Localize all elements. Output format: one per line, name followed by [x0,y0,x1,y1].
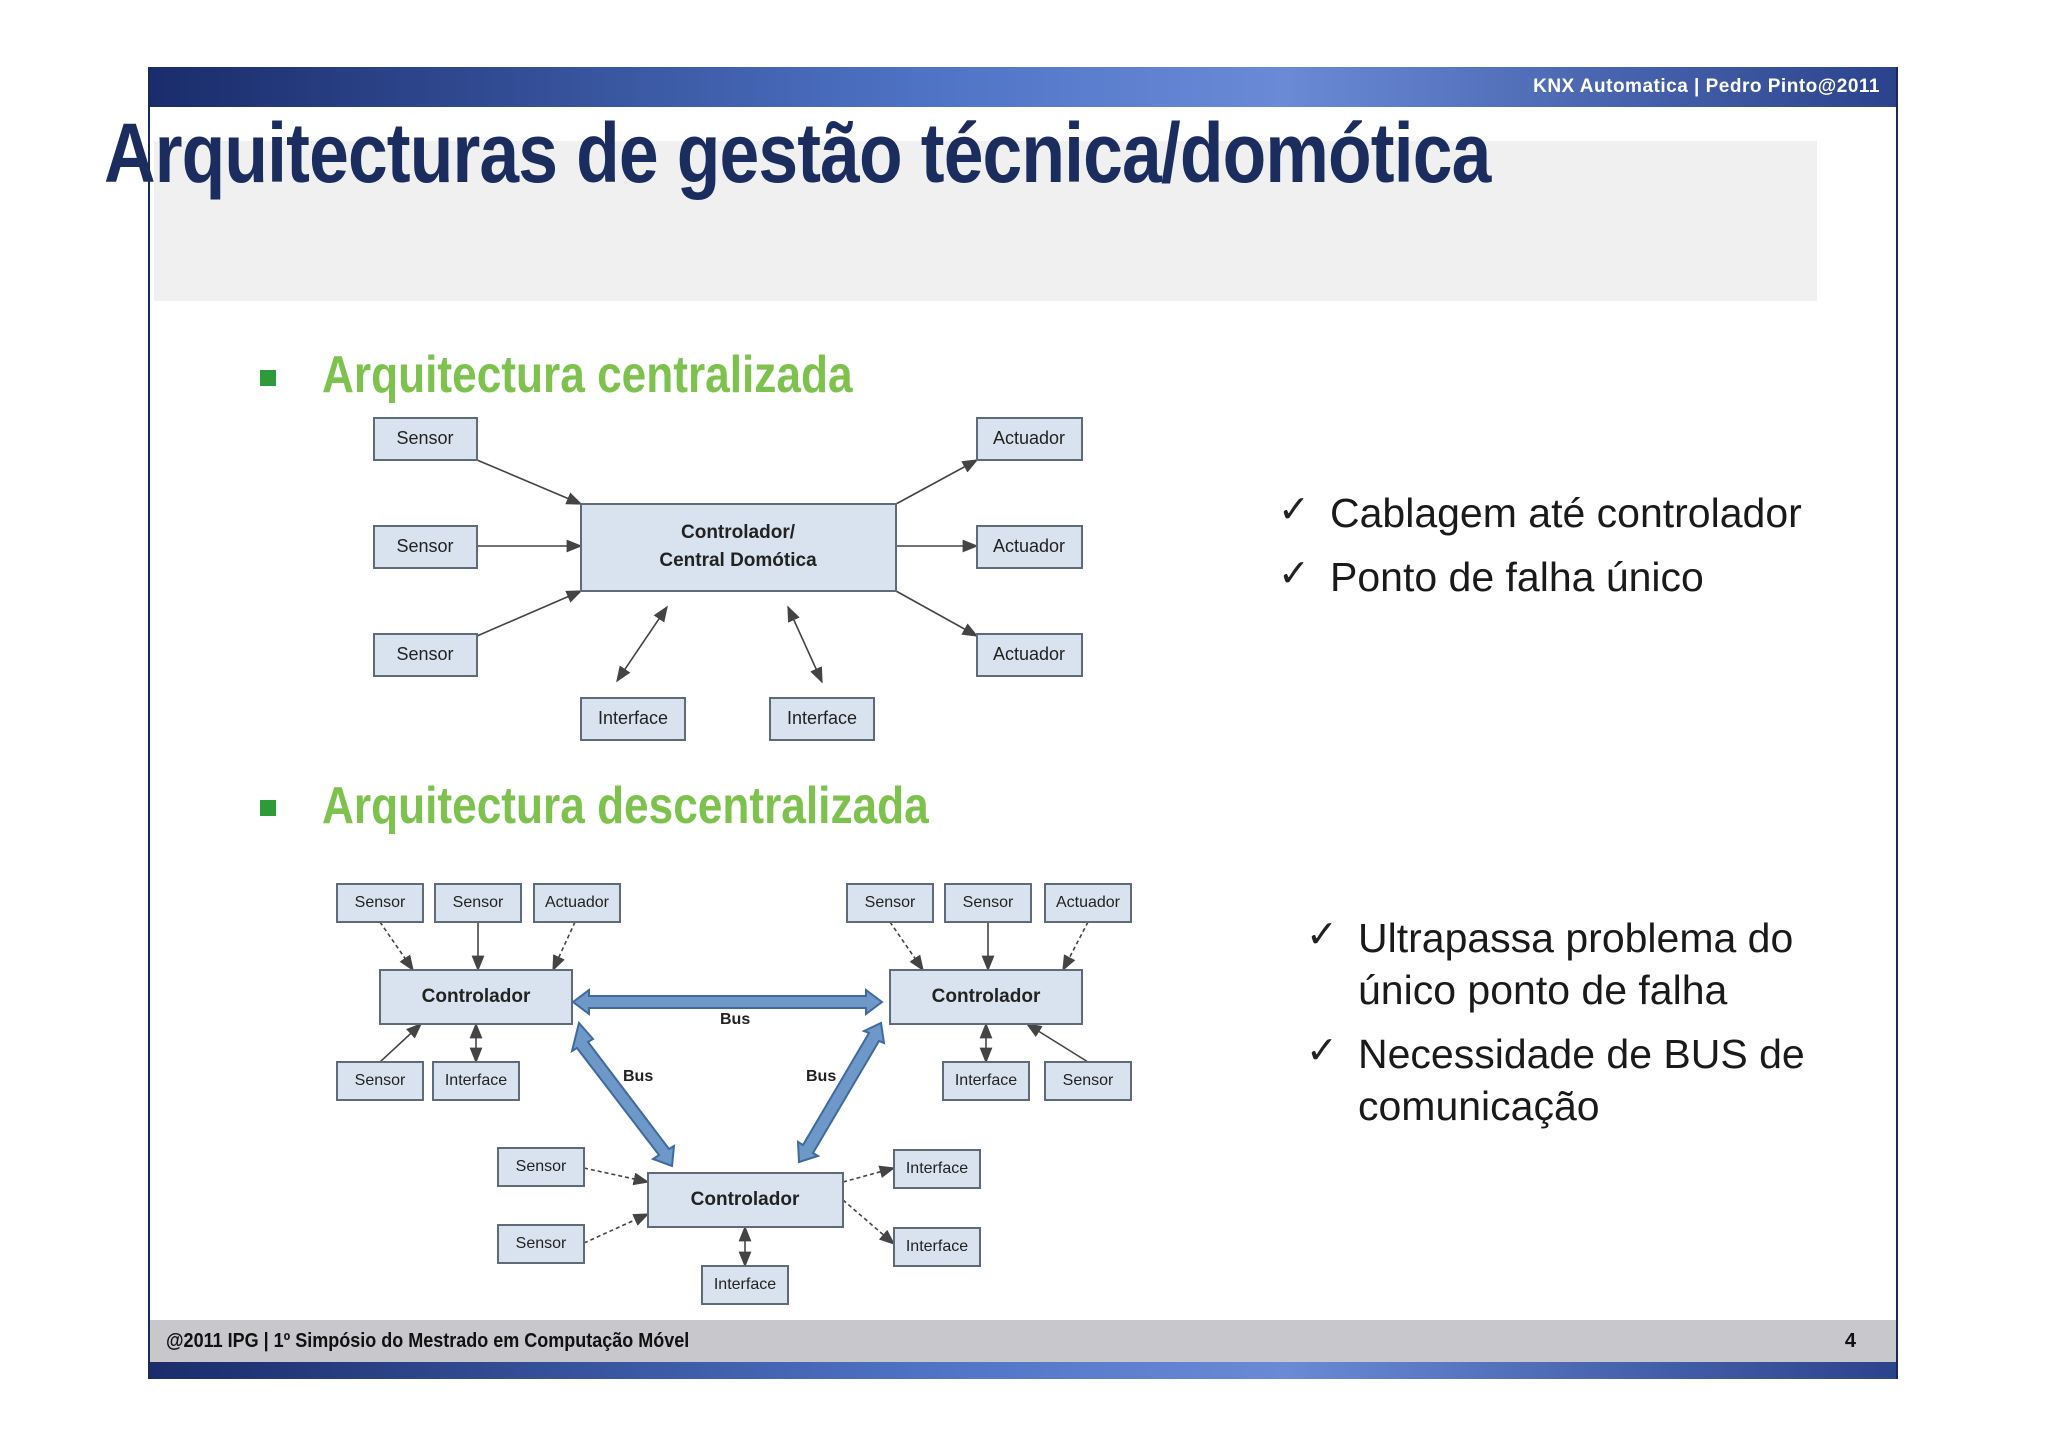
svg-text:Actuador: Actuador [993,536,1065,556]
svg-text:Interface: Interface [714,1276,776,1293]
header-text: KNX Automatica | Pedro Pinto@2011 [1533,76,1880,97]
actuator-node: Actuador [1044,883,1132,923]
footer: @2011 IPG | 1º Simpósio do Mestrado em C… [150,1320,1896,1362]
actuator-node: Actuador [976,417,1083,461]
bottom-bar [150,1362,1896,1379]
square-bullet-icon [260,370,276,386]
check-mark-icon: ✓ [1306,914,1338,956]
svg-text:Actuador: Actuador [1056,894,1121,911]
sensor-node: Sensor [846,883,934,923]
bus-label: Bus [806,1068,836,1085]
svg-text:Sensor: Sensor [396,428,453,448]
footer-text: @2011 IPG | 1º Simpósio do Mestrado em C… [166,1330,690,1352]
svg-text:Sensor: Sensor [963,894,1014,911]
svg-text:Actuador: Actuador [545,894,610,911]
sensor-node: Sensor [373,417,478,461]
central-controller: Controlador/ Central Domótica [580,503,897,592]
svg-text:Controlador: Controlador [932,986,1041,1007]
svg-text:Sensor: Sensor [516,1235,567,1252]
sensor-node: Sensor [373,633,478,677]
svg-text:Sensor: Sensor [396,536,453,556]
interface-node: Interface [769,697,875,741]
top-bar: KNX Automatica | Pedro Pinto@2011 [150,67,1896,107]
svg-text:Controlador/: Controlador/ [681,522,796,543]
bus-arrow [570,1020,676,1168]
svg-text:Sensor: Sensor [355,894,406,911]
sensor-node: Sensor [1044,1061,1132,1101]
check-mark-icon: ✓ [1306,1030,1338,1072]
svg-text:Central Domótica: Central Domótica [659,550,817,571]
svg-text:Controlador: Controlador [691,1189,800,1210]
sensor-node: Sensor [336,1061,424,1101]
svg-text:Actuador: Actuador [993,644,1065,664]
page-number: 4 [1844,1330,1856,1352]
svg-text:Sensor: Sensor [396,644,453,664]
svg-text:Sensor: Sensor [865,894,916,911]
centralized-diagram: Controlador/ Central Domótica Sensor Sen… [373,417,1083,741]
actuator-node: Actuador [976,525,1083,569]
check-mark-icon: ✓ [1278,489,1310,531]
svg-text:Actuador: Actuador [993,428,1065,448]
svg-text:Sensor: Sensor [516,1158,567,1175]
svg-text:Interface: Interface [906,1160,968,1177]
sensor-node: Sensor [336,883,424,923]
interface-node: Interface [432,1061,520,1101]
bus-label: Bus [623,1068,653,1085]
check-mark-icon: ✓ [1278,553,1310,595]
bus-arrow [796,1021,886,1164]
decentralized-diagram: Bus Bus Bus Sensor Sensor Act [336,883,1132,1305]
svg-text:Interface: Interface [906,1238,968,1255]
right-controller: Controlador [889,969,1083,1025]
svg-text:Sensor: Sensor [355,1072,406,1089]
svg-text:Interface: Interface [598,708,668,728]
svg-text:Sensor: Sensor [453,894,504,911]
section-heading-centralized: Arquitectura centralizada [322,346,853,404]
slide: KNX Automatica | Pedro Pinto@2011 @2011 … [148,67,1898,1379]
sensor-node: Sensor [434,883,522,923]
bus-arrow [571,988,884,1016]
sensor-node: Sensor [497,1224,585,1264]
sensor-node: Sensor [497,1147,585,1187]
bus-label: Bus [720,1011,750,1028]
svg-text:Sensor: Sensor [1063,1072,1114,1089]
left-controller: Controlador [379,969,573,1025]
svg-text:Interface: Interface [445,1072,507,1089]
interface-node: Interface [893,1227,981,1267]
actuator-node: Actuador [976,633,1083,677]
svg-text:Interface: Interface [955,1072,1017,1089]
page-title: Arquitecturas de gestão técnica/domótica [104,106,1491,200]
interface-node: Interface [701,1265,789,1305]
interface-node: Interface [893,1149,981,1189]
section-heading-decentralized: Arquitectura descentralizada [322,777,929,835]
actuator-node: Actuador [533,883,621,923]
interface-node: Interface [580,697,686,741]
interface-node: Interface [942,1061,1030,1101]
square-bullet-icon [260,800,276,816]
sensor-node: Sensor [373,525,478,569]
sensor-node: Sensor [944,883,1032,923]
title-box [154,141,1817,301]
svg-text:Controlador: Controlador [422,986,531,1007]
svg-text:Interface: Interface [787,708,857,728]
bottom-controller: Controlador [647,1172,844,1228]
